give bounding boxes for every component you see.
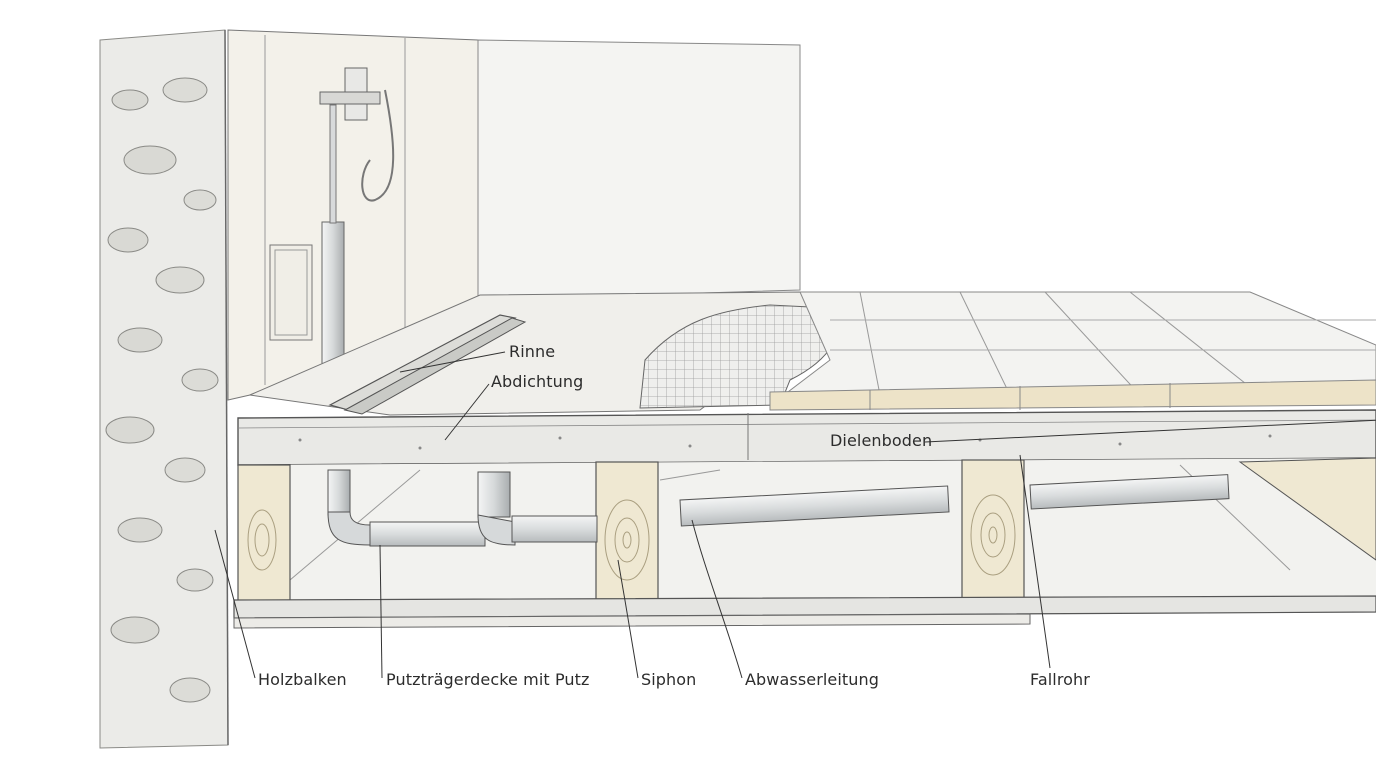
downpipe — [1029, 474, 1230, 510]
leader-putztraegerdecke — [379, 544, 383, 679]
siphon — [477, 471, 511, 518]
leader-dielenboden — [924, 419, 1376, 443]
leader-lines — [214, 351, 1376, 679]
tile-floor — [769, 291, 1376, 411]
waste-pipe — [679, 485, 950, 527]
drain-channel — [328, 314, 517, 411]
leader-fallrohr — [1019, 454, 1051, 669]
leader-abdichtung — [444, 383, 490, 441]
floor-slab — [237, 409, 1376, 466]
label-siphon: Siphon — [641, 670, 697, 689]
beam-3 — [961, 459, 1025, 601]
leader-abwasserleitung — [691, 519, 743, 679]
label-abwasserleitung: Abwasserleitung — [745, 670, 880, 689]
leader-rinne — [399, 351, 506, 373]
beam-1 — [237, 464, 291, 604]
plaster-ceiling — [233, 595, 1376, 629]
label-dielenboden: Dielenboden — [830, 431, 933, 450]
label-rinne: Rinne — [509, 342, 556, 361]
wooden-beams — [237, 457, 1376, 604]
stone-wall — [99, 29, 229, 749]
label-putztraegerdecke: Putzträgerdecke mit Putz — [386, 670, 590, 689]
label-holzbalken: Holzbalken — [258, 670, 347, 689]
beam-2 — [595, 461, 659, 603]
label-fallrohr: Fallrohr — [1030, 670, 1090, 689]
leader-holzbalken — [214, 529, 256, 679]
shower-floor — [248, 291, 839, 416]
label-abdichtung: Abdichtung — [491, 372, 584, 391]
back-wall — [227, 29, 801, 401]
drain-pipes — [327, 469, 1230, 547]
leader-siphon — [617, 559, 639, 679]
